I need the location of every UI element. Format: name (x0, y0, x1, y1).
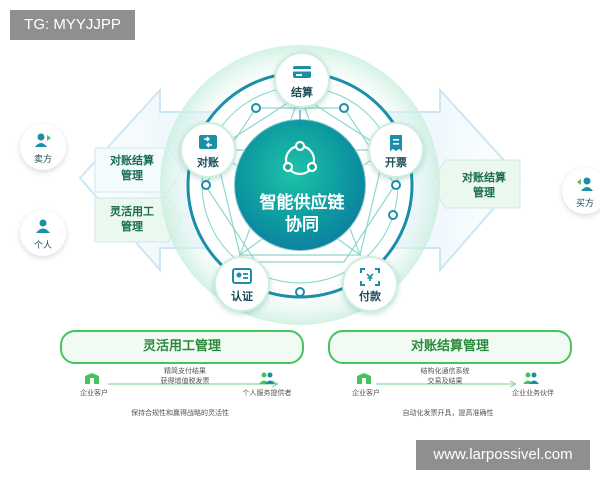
panel-right-service-line1: 结构化通信系统 (420, 367, 470, 375)
partner-icon (523, 372, 539, 384)
panel-left-title: 灵活用工管理 (60, 330, 304, 364)
left-arrow-top-label: 对账结算 管理 (96, 153, 168, 183)
right-arrow-label: 对账结算 管理 (448, 170, 520, 200)
party-buyer-label: 买方 (575, 199, 594, 209)
panel-right-arrows (376, 380, 516, 388)
left-arrow-top-line2: 管理 (121, 169, 143, 182)
panel-left-customer: 企业客户 (80, 389, 108, 397)
panel-left-service-line2: 获得增值税发票 (160, 377, 210, 385)
node-payment[interactable]: 付款 (342, 256, 398, 312)
panel-left-provider: 个人服务提供者 (242, 389, 292, 397)
panel-left-arrows (108, 380, 278, 388)
left-arrow-bottom-line1: 灵活用工 (110, 205, 154, 218)
node-settlement-label: 结算 (291, 86, 313, 99)
panel-right-service-line2: 交易及结果 (427, 377, 463, 385)
panel-right-customer: 企业客户 (352, 389, 380, 397)
hub-network-icon (282, 140, 318, 176)
panel-left-footer: 保持合规性和赢得战略的灵活性 (131, 409, 229, 417)
hub-title: 智能供应链 协同 (240, 192, 364, 236)
node-reconcile-label: 对账 (197, 156, 219, 169)
building-icon (85, 373, 99, 384)
scan-pay-icon (360, 268, 380, 286)
watermark-bottom-right: www.larpossivel.com (416, 440, 590, 470)
hub-title-line1: 智能供应链 (259, 193, 345, 213)
node-reconcile[interactable]: 对账 (180, 122, 236, 178)
workers-icon (259, 372, 275, 384)
hub-title-line2: 协同 (285, 215, 319, 235)
right-arrow-line2: 管理 (473, 186, 495, 199)
panel-right-service: 结构化通信系统 交易及结果 (400, 366, 490, 386)
seller-icon (35, 133, 51, 147)
node-invoice-label: 开票 (385, 156, 407, 169)
node-payment-label: 付款 (359, 290, 381, 303)
receipt-icon (390, 135, 402, 151)
node-invoice[interactable]: 开票 (368, 122, 424, 178)
left-arrow-top-line1: 对账结算 (110, 154, 154, 167)
watermark-top-left: TG: MYYJJPP (10, 10, 135, 40)
right-arrow-line1: 对账结算 (462, 171, 506, 184)
party-seller[interactable]: 卖方 (20, 124, 66, 170)
buyer-icon (577, 177, 593, 191)
node-certify-label: 认证 (231, 290, 253, 303)
card-icon (293, 66, 311, 78)
party-person-label: 个人 (33, 241, 52, 251)
panel-right-footer: 自动化发票开具，提高准确性 (402, 409, 494, 417)
transfer-icon (199, 135, 217, 149)
panel-right-partner: 企业业务伙伴 (512, 389, 554, 397)
party-buyer[interactable]: 买方 (562, 168, 600, 214)
panel-left-service: 精简支付结果 获得增值税发票 (140, 366, 230, 386)
panel-right-title: 对账结算管理 (328, 330, 572, 364)
id-card-icon (232, 268, 252, 284)
node-certify[interactable]: 认证 (214, 256, 270, 312)
left-arrow-bottom-label: 灵活用工 管理 (96, 204, 168, 234)
node-settlement[interactable]: 结算 (274, 52, 330, 108)
party-person[interactable]: 个人 (20, 210, 66, 256)
panel-left-service-line1: 精简支付结果 (164, 367, 206, 375)
building-icon (357, 373, 371, 384)
party-seller-label: 卖方 (33, 155, 52, 165)
person-icon (36, 219, 50, 233)
left-arrow-bottom-line2: 管理 (121, 220, 143, 233)
